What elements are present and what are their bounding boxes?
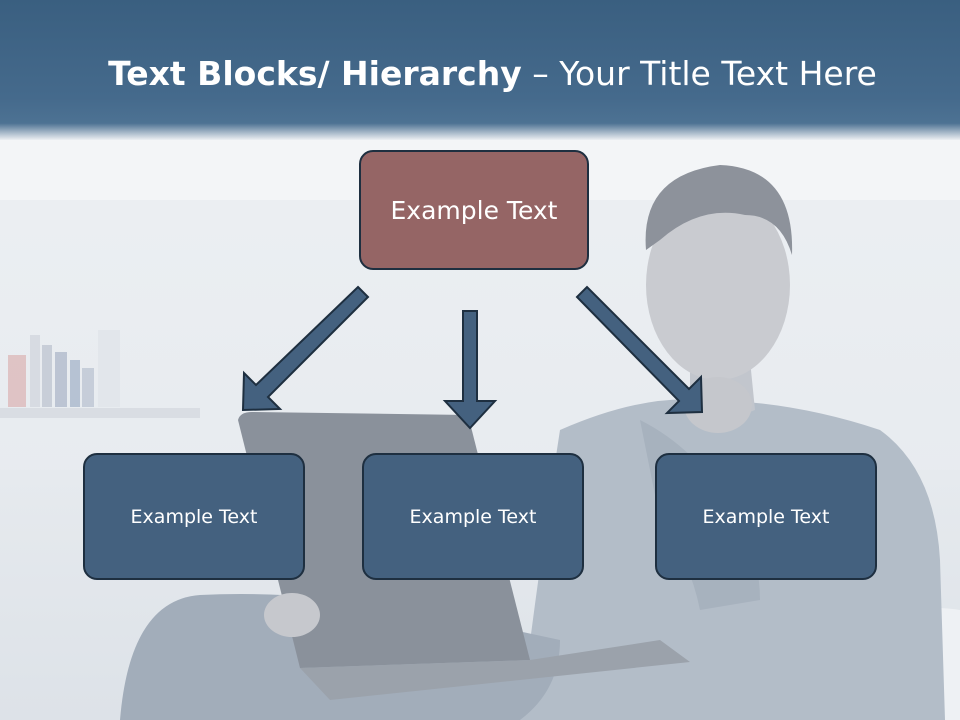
title-bold-part: Text Blocks/ Hierarchy bbox=[108, 54, 522, 93]
child-text-block-right[interactable]: Example Text bbox=[655, 453, 877, 580]
top-text-block-label: Example Text bbox=[390, 195, 558, 225]
slide-title: Text Blocks/ Hierarchy – Your Title Text… bbox=[0, 52, 960, 96]
title-separator: – bbox=[521, 54, 560, 93]
title-bar bbox=[0, 0, 960, 140]
arrow-middle bbox=[442, 310, 498, 430]
top-text-block[interactable]: Example Text bbox=[359, 150, 589, 270]
arrow-left bbox=[241, 285, 370, 412]
child-text-block-label: Example Text bbox=[130, 505, 258, 528]
child-text-block-label: Example Text bbox=[702, 505, 830, 528]
child-text-block-label: Example Text bbox=[409, 505, 537, 528]
child-text-block-middle[interactable]: Example Text bbox=[362, 453, 584, 580]
arrow-right bbox=[575, 285, 704, 415]
title-regular-part: Your Title Text Here bbox=[559, 54, 877, 93]
child-text-block-left[interactable]: Example Text bbox=[83, 453, 305, 580]
